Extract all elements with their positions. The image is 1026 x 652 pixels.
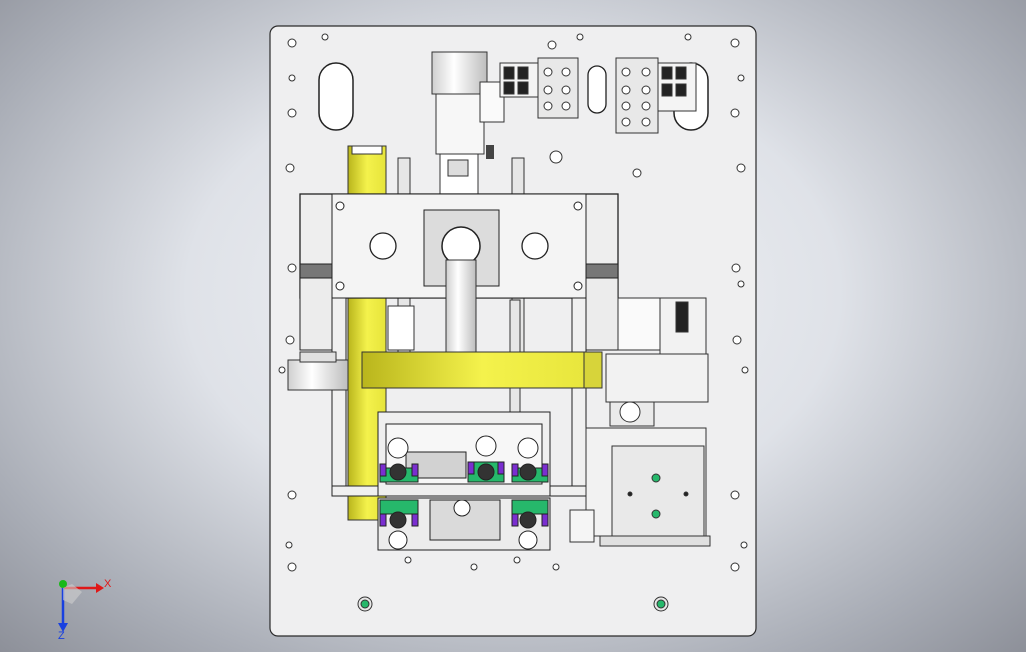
- slide-module-right: [605, 297, 709, 427]
- triad-plane: [63, 584, 82, 604]
- plate-bolt-holes: [278, 33, 749, 572]
- valve-block-right: [615, 57, 697, 134]
- slot-left: [318, 62, 354, 131]
- coordinate-triad: X Z: [48, 570, 118, 642]
- purple-clamps: [379, 461, 549, 527]
- yellow-beam-horizontal: [361, 351, 603, 389]
- y-axis-dot: [59, 580, 67, 588]
- z-axis-label: Z: [58, 630, 65, 640]
- mounting-plate-right: [569, 427, 711, 547]
- gripper-fingers: [387, 435, 539, 550]
- x-axis-label: X: [104, 578, 112, 590]
- slot-middle: [587, 65, 607, 114]
- servo-motor: [431, 51, 505, 195]
- x-axis-arrowhead: [96, 583, 104, 593]
- cylinder-left: [287, 351, 349, 391]
- triad-graphic: X Z: [58, 578, 112, 642]
- side-brackets: [299, 263, 619, 351]
- indicator-knobs: [357, 596, 669, 612]
- z-axis-arrowhead: [58, 623, 68, 632]
- valve-block-left: [499, 57, 579, 119]
- ball-screw: [387, 259, 477, 357]
